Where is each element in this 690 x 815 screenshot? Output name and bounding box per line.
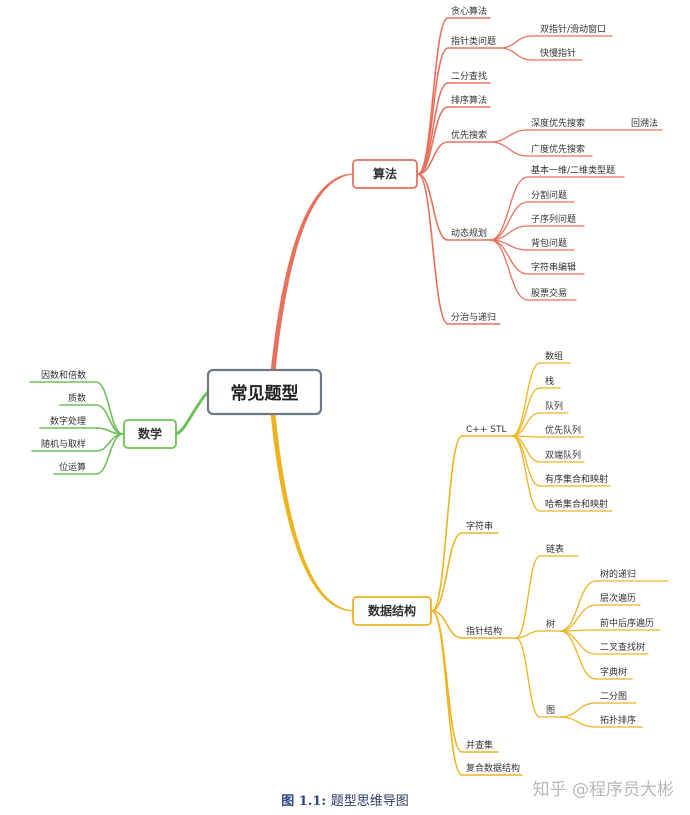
edge-dp_partition — [489, 201, 529, 241]
node-graph: 图 — [546, 705, 555, 716]
edge-numbers — [95, 427, 124, 435]
root-to-algorithm-branch — [270, 173, 357, 373]
math-node-label: 数学 — [138, 426, 162, 441]
node-dp_basic: 基本一维/二维类型题 — [531, 164, 615, 176]
node-greedy: 贪心算法 — [451, 5, 487, 17]
node-pointer_fast_slow: 快慢指针 — [540, 47, 576, 59]
node-dp_edit: 字符串编辑 — [531, 261, 576, 273]
algorithm-node-box — [352, 159, 418, 189]
node-union_find: 并查集 — [466, 739, 493, 751]
edge-linked_list — [515, 555, 541, 639]
edge-pointer_struct — [431, 610, 463, 639]
node-tree_recursion: 树的递归 — [600, 568, 636, 580]
edge-string — [431, 532, 463, 612]
edge-dp_basic — [489, 176, 529, 241]
data-structure-node-box — [352, 596, 432, 626]
node-dp_subseq: 子序列问题 — [531, 213, 576, 225]
node-sorting: 排序算法 — [451, 94, 487, 106]
node-random: 随机与取样 — [41, 438, 86, 450]
edge-pointer — [417, 47, 449, 175]
node-stl: C++ STL — [466, 425, 506, 435]
data-structure-node-label: 数据结构 — [368, 603, 416, 618]
edge-array — [511, 362, 541, 437]
node-level_order: 层次遍历 — [600, 592, 636, 604]
root-to-data-structure-branch — [270, 413, 357, 612]
node-pointer: 指针类问题 — [451, 35, 496, 47]
node-pointer_two: 双指针/滑动窗口 — [540, 23, 606, 35]
edge-pointer_two — [499, 35, 533, 49]
edge-bfs — [489, 141, 529, 157]
node-queue: 队列 — [545, 400, 563, 412]
node-bipartite: 二分图 — [600, 691, 627, 702]
edge-dp — [417, 173, 449, 241]
edge-pointer_fast_slow — [499, 47, 533, 61]
edge-divide — [417, 173, 449, 325]
figure-caption-text: 题型思维导图 — [330, 794, 409, 809]
node-dp_knapsack: 背包问题 — [531, 237, 567, 249]
root-node-label: 常见题型 — [231, 383, 299, 404]
edge-factors — [95, 381, 124, 435]
node-backtracking: 回溯法 — [631, 117, 658, 129]
edge-tree — [515, 630, 541, 639]
node-primes: 质数 — [68, 392, 86, 404]
edge-dp_stock — [489, 239, 529, 301]
figure-caption-label: 图 1.1: — [281, 794, 327, 809]
node-divide: 分治与递归 — [451, 311, 496, 323]
math-node-box — [123, 419, 177, 449]
node-bst: 二叉查找树 — [600, 641, 645, 653]
node-dfs: 深度优先搜索 — [531, 117, 585, 129]
edge-trie — [559, 630, 597, 680]
edge-bipartite — [559, 702, 597, 718]
edge-random — [95, 433, 124, 452]
node-search: 优先搜索 — [451, 129, 487, 141]
figure-caption: 图 1.1: 题型思维导图 — [0, 790, 690, 809]
edge-level_order — [559, 604, 597, 632]
node-composite: 复合数据结构 — [466, 762, 520, 774]
edge-topo — [559, 716, 597, 728]
node-bits: 位运算 — [59, 461, 86, 473]
node-binary_search: 二分查找 — [451, 70, 487, 82]
node-dp: 动态规划 — [451, 227, 487, 239]
edge-union_find — [431, 610, 463, 753]
edge-bits — [95, 433, 124, 475]
watermark: 知乎 @程序员大彬 — [532, 780, 674, 800]
edge-hashed — [511, 435, 541, 512]
connector-lines — [29, 17, 669, 776]
root-node-box — [206, 368, 323, 416]
node-factors: 因数和倍数 — [41, 369, 86, 381]
node-dp_partition: 分割问题 — [531, 189, 567, 201]
edge-graph — [515, 637, 541, 718]
node-ordered: 有序集合和映射 — [545, 473, 608, 485]
edge-greedy — [417, 17, 449, 175]
node-tree: 树 — [546, 618, 555, 630]
edge-bst — [559, 630, 597, 655]
edge-sorting — [417, 106, 449, 175]
edge-dfs — [489, 129, 529, 143]
edge-queue — [511, 412, 541, 437]
node-pointer_struct: 指针结构 — [466, 625, 502, 637]
node-pq: 优先队列 — [545, 424, 581, 436]
node-trie: 字典树 — [600, 666, 627, 678]
edge-stack — [511, 387, 541, 437]
node-array: 数组 — [545, 350, 563, 362]
node-traversal: 前中后序遍历 — [600, 617, 654, 629]
node-deque: 双端队列 — [545, 449, 581, 461]
node-hashed: 哈希集合和映射 — [545, 498, 608, 510]
edge-search — [417, 141, 449, 175]
node-bfs: 广度优先搜索 — [531, 143, 585, 155]
node-string: 字符串 — [466, 520, 493, 532]
edge-deque — [511, 435, 541, 463]
node-stack: 栈 — [545, 375, 554, 387]
root-to-math-branch — [174, 390, 210, 436]
node-numbers: 数字处理 — [50, 415, 86, 427]
node-topo: 拓扑排序 — [600, 714, 636, 726]
node-dp_stock: 股票交易 — [531, 287, 567, 299]
node-linked_list: 链表 — [546, 543, 564, 555]
edge-stl — [431, 435, 463, 612]
algorithm-node-label: 算法 — [373, 166, 397, 181]
edge-composite — [431, 610, 463, 776]
